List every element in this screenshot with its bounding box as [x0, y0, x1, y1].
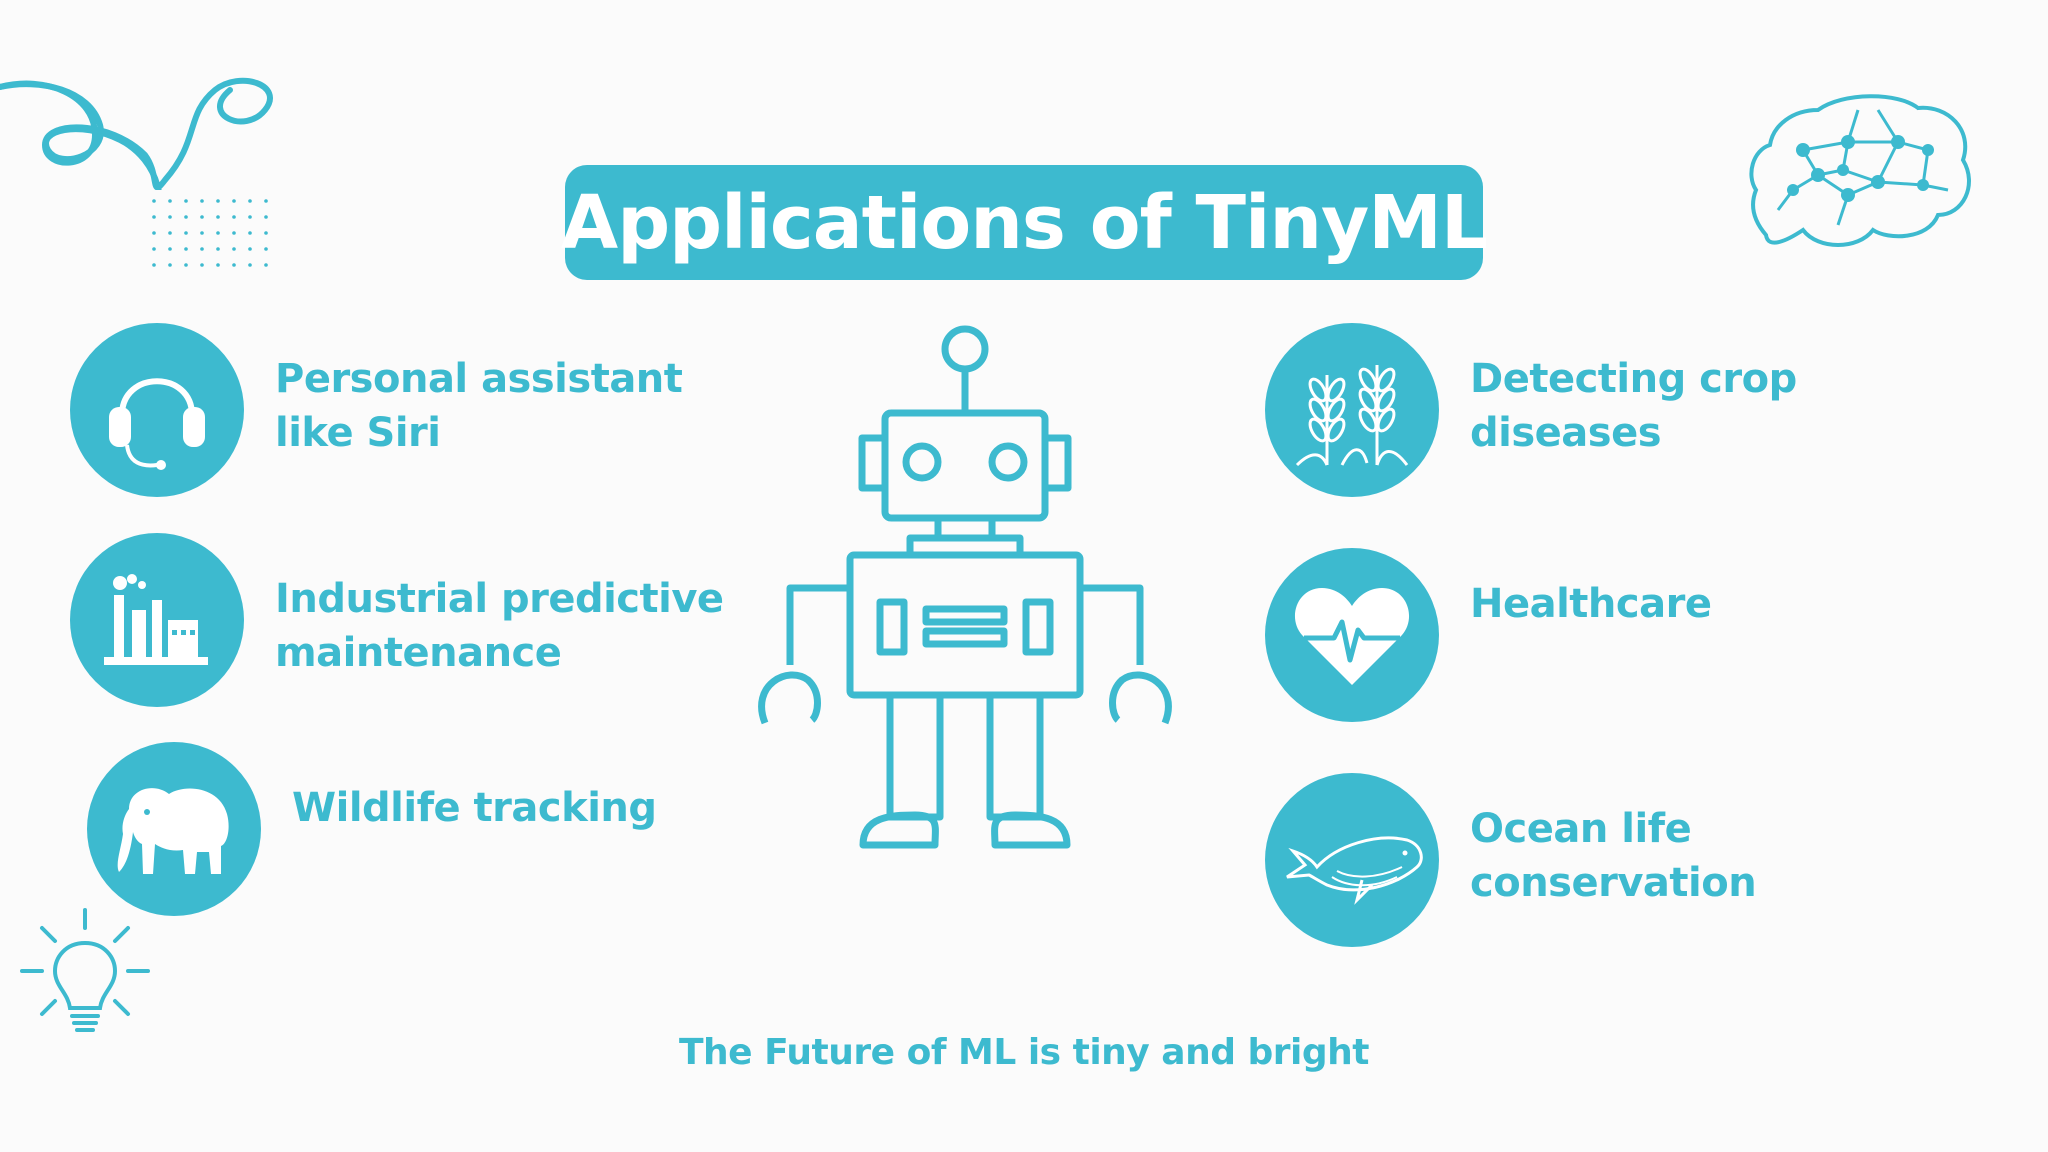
elephant-circle	[87, 742, 261, 916]
app-label-personal-assistant: Personal assistant like Siri	[275, 356, 683, 456]
headset-circle	[70, 323, 244, 497]
whale-circle	[1265, 773, 1439, 947]
title-banner: Applications of TinyML	[561, 165, 1488, 280]
whale-icon	[1286, 836, 1423, 905]
brain-network-icon	[1749, 94, 1971, 247]
app-label-wildlife: Wildlife tracking	[292, 785, 657, 831]
app-label-ocean: Ocean life conservation	[1470, 806, 1757, 906]
squiggle-icon	[0, 77, 273, 190]
robot-icon	[758, 325, 1172, 849]
lightbulb-icon	[20, 908, 150, 1032]
dot-grid-icon	[152, 199, 268, 267]
app-label-crop: Detecting crop diseases	[1470, 356, 1797, 456]
wheat-circle	[1265, 323, 1439, 497]
headset-icon	[109, 378, 205, 470]
app-label-healthcare: Healthcare	[1470, 581, 1712, 627]
app-label-industrial: Industrial predictive maintenance	[275, 576, 724, 676]
factory-icon	[104, 574, 208, 665]
factory-circle	[70, 533, 244, 707]
footer-tagline: The Future of ML is tiny and bright	[678, 1032, 1370, 1073]
heart-circle	[1265, 548, 1439, 722]
page-title: Applications of TinyML	[560, 179, 1488, 266]
elephant-icon	[117, 788, 229, 874]
heart-pulse-icon	[1294, 588, 1410, 685]
wheat-icon	[1295, 365, 1409, 467]
